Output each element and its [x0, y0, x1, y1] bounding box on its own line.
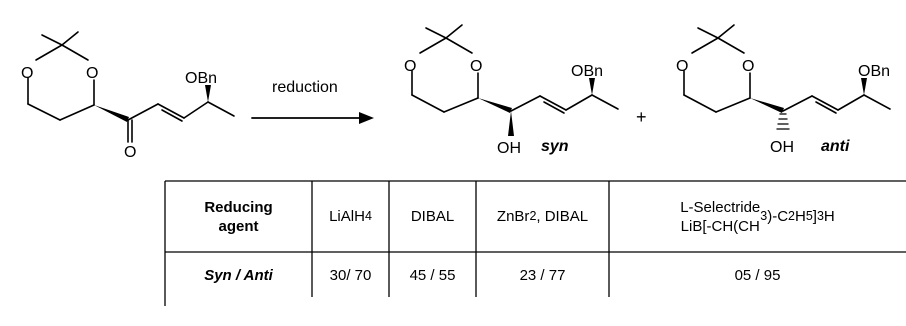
- row-header-line-2: agent: [218, 217, 259, 235]
- plus-sign: +: [636, 107, 647, 127]
- p2-ring-o-left: O: [676, 58, 688, 75]
- row-header-line-1: Reducing: [204, 198, 273, 216]
- anti-label: anti: [821, 138, 850, 155]
- row-header-reducing-agent: Reducing agent: [165, 181, 312, 252]
- row-header-syn-anti: Syn / Anti: [204, 266, 273, 284]
- product-anti: [683, 24, 891, 130]
- ratio-l-selectride: 05 / 95: [734, 266, 781, 284]
- ratio-lialh4: 30/ 70: [329, 266, 372, 284]
- p1-ring-o-right: O: [470, 58, 482, 75]
- syn-label: syn: [541, 138, 569, 155]
- reaction-arrow-label: reduction: [272, 79, 338, 96]
- starting-material: [27, 31, 235, 143]
- sm-carbonyl-o: O: [124, 144, 136, 161]
- reaction-arrow: [251, 112, 374, 124]
- p2-obn-label: OBn: [858, 63, 890, 80]
- sm-ring-o-right: O: [86, 65, 98, 82]
- reagent-dibal: DIBAL: [410, 208, 455, 225]
- sm-obn-label: OBn: [185, 70, 217, 87]
- product-syn: [411, 24, 619, 136]
- p1-ring-o-left: O: [404, 58, 416, 75]
- sm-ring-o-left: O: [21, 65, 33, 82]
- ratio-znbr2-dibal: 23 / 77: [519, 266, 566, 284]
- ratio-dibal: 45 / 55: [409, 266, 456, 284]
- p2-oh-label: OH: [770, 139, 794, 156]
- p2-ring-o-right: O: [742, 58, 754, 75]
- p1-obn-label: OBn: [571, 63, 603, 80]
- p1-oh-label: OH: [497, 140, 521, 157]
- table-lines: [164, 180, 906, 306]
